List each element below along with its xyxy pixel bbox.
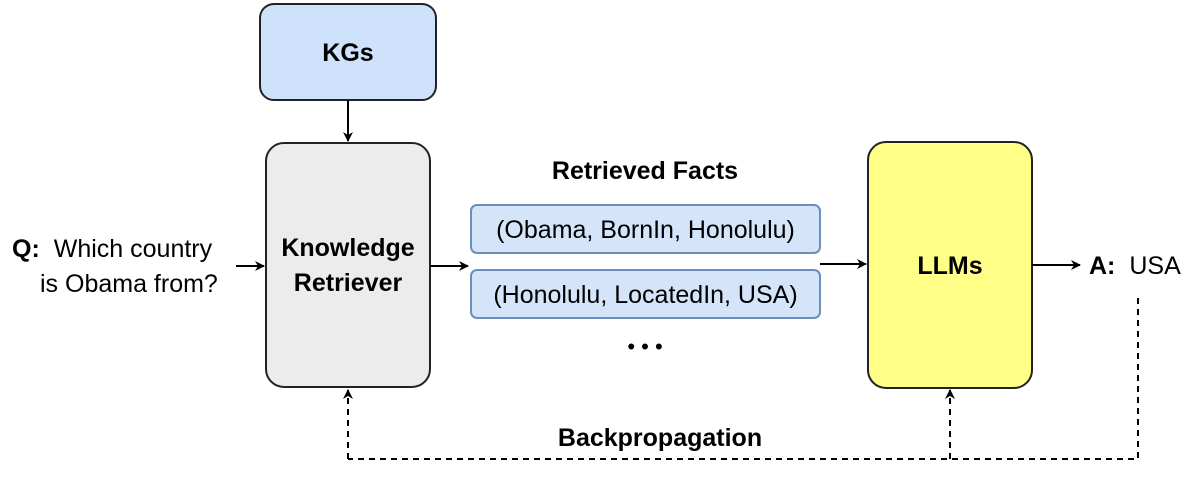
llms-label: LLMs [917,252,982,280]
retrieved-facts-heading: Retrieved Facts [552,157,738,185]
llms-node: LLMs [867,141,1033,389]
retriever-label-line2: Retriever [294,269,403,297]
fact-box [470,269,821,319]
fact-box [470,204,821,254]
fact-text: (Honolulu, LocatedIn, USA) [493,281,797,309]
backpropagation-label: Backpropagation [558,424,762,452]
question-line1: Q: Which country [12,235,213,263]
question-block: Q: Which country is Obama from? [12,235,218,298]
fact-item: (Obama, BornIn, Honolulu) [470,204,821,254]
answer-value: USA [1129,252,1181,280]
question-prefix: Q: [12,235,40,263]
retriever-label-line1: Knowledge [281,234,414,262]
kgs-label: KGs [322,39,373,67]
question-line2: is Obama from? [40,270,218,298]
question-text-line1: Which country [54,235,213,263]
fact-item: (Honolulu, LocatedIn, USA) [470,269,821,319]
answer-block: A: USA [1089,252,1181,280]
knowledge-retriever-node: Knowledge Retriever [265,142,431,388]
backprop-dashed-line [348,298,1139,460]
facts-ellipsis: • • • [627,334,662,359]
fact-text: (Obama, BornIn, Honolulu) [496,216,795,244]
kgs-node: KGs [259,3,437,101]
backpropagation-path [343,298,1139,460]
answer-prefix: A: [1089,252,1115,280]
retriever-box [265,142,431,388]
